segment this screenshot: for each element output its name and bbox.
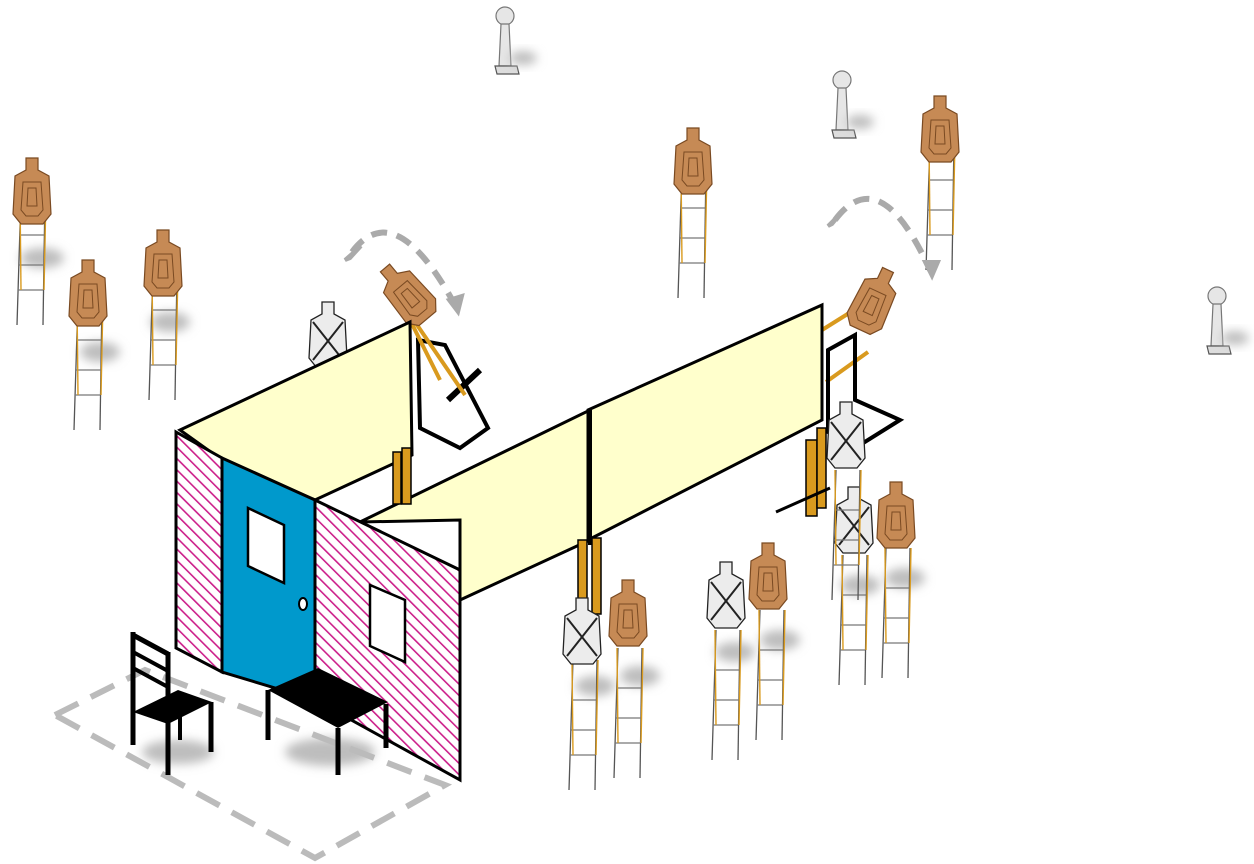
cardboard-target-icon xyxy=(877,482,915,548)
cardboard-target-icon xyxy=(144,230,182,296)
paper-target xyxy=(13,158,51,325)
cardboard-target-icon xyxy=(749,543,787,609)
swinger-target-icon xyxy=(370,256,442,331)
steel-popper-icon xyxy=(832,71,874,138)
no-shoot-x-icon xyxy=(827,402,865,468)
no-shoot-x-icon xyxy=(835,487,873,553)
cardboard-target-icon xyxy=(13,158,51,224)
steel-popper-icon xyxy=(1207,287,1249,354)
cardboard-target-icon xyxy=(69,260,107,326)
paper-target xyxy=(674,128,712,298)
paper-target xyxy=(921,96,959,270)
swinger-target-icon xyxy=(843,262,905,338)
no-shoot-x-icon xyxy=(707,562,745,628)
door-panel xyxy=(222,458,315,700)
cardboard-target-icon xyxy=(921,96,959,162)
cardboard-target-icon xyxy=(674,128,712,194)
door-knob xyxy=(299,598,307,610)
wall-structure xyxy=(176,305,830,780)
steel-popper-icon xyxy=(495,7,537,74)
cardboard-target-icon xyxy=(609,580,647,646)
